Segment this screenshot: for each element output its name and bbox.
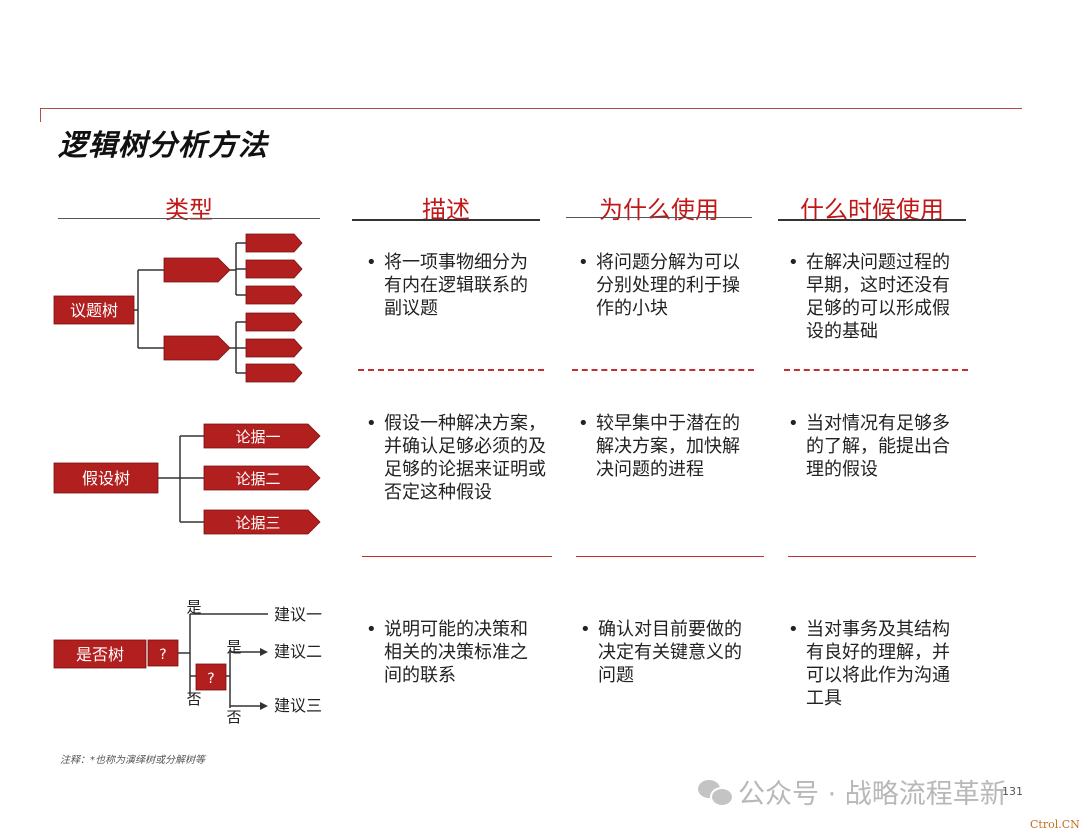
outcome-1: 建议一 xyxy=(274,605,322,624)
question-box-1: ? xyxy=(159,647,166,663)
row1-why: •将问题分解为可以分别处理的利于操作的小块 xyxy=(578,252,740,319)
footnote: 注释：*也称为演绎树或分解树等 xyxy=(60,755,205,766)
header-type-rule xyxy=(58,218,320,219)
row2-desc: •假设一种解决方案，并确认足够必须的及足够的论据来证明或否定这种假设 xyxy=(366,413,546,503)
watermark: 公众号 · 战略流程革新 xyxy=(698,772,1007,811)
row2-separator-when xyxy=(788,556,976,557)
wechat-icon xyxy=(698,778,734,807)
row3-when: •当对事务及其结构 有良好的理解，并 可以将此作为沟通 工具 xyxy=(788,619,950,709)
issue-tree-diagram: 议题树 xyxy=(53,233,303,383)
row1-when: •在解决问题过程的 早期，这时还没有 足够的可以形成假 设的基础 xyxy=(788,252,950,342)
header-when-rule xyxy=(778,219,966,221)
row1-separator-desc xyxy=(358,369,544,371)
top-rule xyxy=(40,108,1022,109)
row2-why: •较早集中于潜在的 解决方案，加快解 决问题的进程 xyxy=(578,413,740,480)
row1-separator-when xyxy=(784,369,968,371)
row3-why: •确认对目前要做的 决定有关键意义的 问题 xyxy=(580,619,742,686)
yes-label-2: 是 xyxy=(226,638,241,656)
header-desc-rule xyxy=(352,219,540,221)
page-number: 131 xyxy=(1002,785,1023,798)
hypothesis-branch-2: 论据二 xyxy=(235,470,280,488)
yes-no-tree-label: 是否树 xyxy=(76,645,124,664)
yes-no-tree-diagram: 是否树 ? ? 是 是 否 否 建议一 建议二 建议三 xyxy=(53,598,322,726)
hypothesis-branch-3: 论据三 xyxy=(235,514,280,532)
hypothesis-tree-label: 假设树 xyxy=(82,469,130,488)
header-type: 类型 xyxy=(165,196,213,224)
top-rule-tick xyxy=(40,108,41,122)
row1-separator-why xyxy=(572,369,754,371)
question-box-2: ? xyxy=(207,671,214,687)
hypothesis-branch-1: 论据一 xyxy=(235,428,280,446)
outcome-3: 建议三 xyxy=(274,696,322,715)
watermark-text: 公众号 · 战略流程革新 xyxy=(738,779,1007,810)
no-label-2: 否 xyxy=(226,708,241,726)
page-title: 逻辑树分析方法 xyxy=(58,128,269,162)
row2-separator-why xyxy=(576,556,764,557)
issue-tree-label: 议题树 xyxy=(70,301,118,320)
row3-desc: •说明可能的决策和 相关的决策标准之 间的联系 xyxy=(366,619,528,686)
row1-desc: •将一项事物细分为 有内在逻辑联系的 副议题 xyxy=(366,252,528,319)
outcome-2: 建议二 xyxy=(274,642,322,661)
source-mark: Ctrol.CN xyxy=(1030,818,1080,831)
row2-when: •当对情况有足够多 的了解，能提出合 理的假设 xyxy=(788,413,950,480)
row2-separator-desc xyxy=(362,556,552,557)
hypothesis-tree-diagram: 假设树 论据一 论据二 论据三 xyxy=(53,423,321,535)
header-why: 为什么使用 xyxy=(599,196,719,224)
header-why-rule xyxy=(566,217,752,218)
yes-label-1: 是 xyxy=(186,598,201,616)
no-label-1: 否 xyxy=(186,690,201,708)
